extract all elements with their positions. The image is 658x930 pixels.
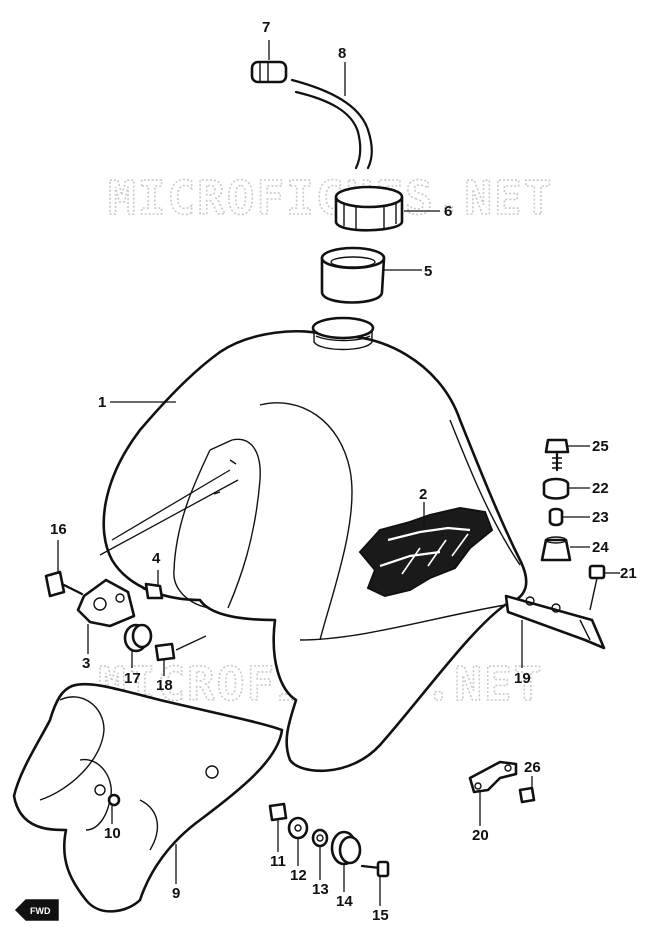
callout-9: 9 xyxy=(172,885,180,902)
callout-23: 23 xyxy=(592,509,609,526)
callout-10: 10 xyxy=(104,825,121,842)
callout-19: 19 xyxy=(514,670,531,687)
part-5-filler-neck xyxy=(320,246,386,304)
watermark-top: MICROFICHES.NET xyxy=(108,171,553,225)
part-21-bolt xyxy=(588,564,606,611)
callout-4: 4 xyxy=(152,550,161,567)
part-24-cushion xyxy=(540,536,572,562)
callout-3: 3 xyxy=(82,655,90,672)
callout-15: 15 xyxy=(372,907,389,924)
part-7-vent-clip xyxy=(250,60,288,84)
callout-24: 24 xyxy=(592,539,609,556)
part-2-emblem xyxy=(358,506,494,598)
part-12-washer xyxy=(287,816,309,840)
part-22-cushion xyxy=(542,477,570,500)
leader-bracket-mount xyxy=(99,469,239,556)
callout-leaders xyxy=(57,40,620,906)
part-25-bolt xyxy=(544,438,570,472)
callout-16: 16 xyxy=(50,521,67,538)
part-13-washer xyxy=(311,828,329,848)
part-11-collar xyxy=(268,802,288,822)
callout-26: 26 xyxy=(524,759,541,776)
callout-7: 7 xyxy=(262,19,270,36)
callout-18: 18 xyxy=(156,677,173,694)
callout-22: 22 xyxy=(592,480,609,497)
callout-20: 20 xyxy=(472,827,489,844)
part-23-collar xyxy=(548,507,564,527)
callout-13: 13 xyxy=(312,881,329,898)
part-14-cushion xyxy=(330,830,362,866)
callout-2: 2 xyxy=(419,486,427,503)
part-15-bolt xyxy=(360,860,390,878)
callout-1: 1 xyxy=(98,394,106,411)
part-26-nut xyxy=(518,786,536,804)
callout-25: 25 xyxy=(592,438,609,455)
callout-12: 12 xyxy=(290,867,307,884)
part-4-bolt xyxy=(141,582,164,600)
callout-6: 6 xyxy=(444,203,452,220)
callout-11: 11 xyxy=(270,853,286,870)
part-19-tank-bracket xyxy=(504,594,606,650)
part-9-side-cover xyxy=(12,682,284,913)
callout-8: 8 xyxy=(338,45,346,62)
fwd-label: FWD xyxy=(30,906,51,916)
part-18-collar xyxy=(154,642,176,662)
callout-numbers: 7 8 6 5 1 2 25 22 23 24 21 19 16 4 3 17 … xyxy=(50,19,637,924)
part-8-breather-hose xyxy=(290,78,373,170)
part-20-bracket xyxy=(468,760,518,794)
callout-14: 14 xyxy=(336,893,353,910)
leader-collar xyxy=(175,635,207,651)
part-10-screw xyxy=(107,793,121,807)
part-16-bolt xyxy=(44,570,84,598)
part-17-cushion xyxy=(123,623,153,653)
fwd-arrow-icon: FWD xyxy=(14,899,59,921)
callout-17: 17 xyxy=(124,670,141,687)
part-3-bracket xyxy=(76,578,136,628)
part-1-fuel-tank xyxy=(102,316,528,773)
callout-21: 21 xyxy=(620,565,637,582)
callout-5: 5 xyxy=(424,263,432,280)
part-6-fuel-cap xyxy=(334,185,404,232)
